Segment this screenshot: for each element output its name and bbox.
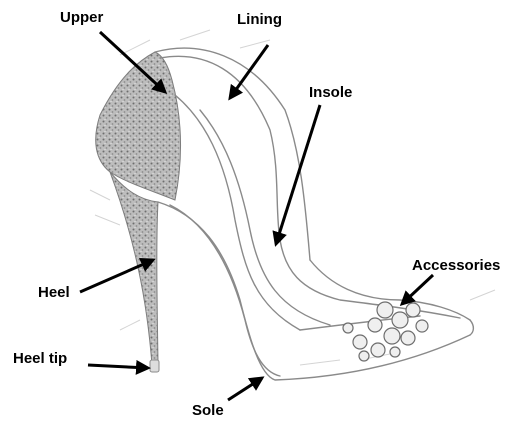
arrow-sole bbox=[228, 378, 262, 400]
label-accessories: Accessories bbox=[412, 258, 500, 273]
accessories-jewels bbox=[343, 302, 428, 361]
heel-counter-glitter bbox=[96, 52, 181, 200]
label-sole: Sole bbox=[192, 403, 224, 418]
label-upper: Upper bbox=[60, 10, 103, 25]
label-lining: Lining bbox=[237, 12, 282, 27]
arrow-insole bbox=[276, 105, 320, 244]
label-heel-tip: Heel tip bbox=[13, 351, 67, 366]
label-heel: Heel bbox=[38, 285, 70, 300]
heel-tip-cap bbox=[150, 360, 159, 372]
arrow-heel-tip bbox=[88, 365, 148, 368]
label-insole: Insole bbox=[309, 85, 352, 100]
arrow-lining bbox=[230, 45, 268, 98]
arrow-accessories bbox=[402, 275, 433, 304]
